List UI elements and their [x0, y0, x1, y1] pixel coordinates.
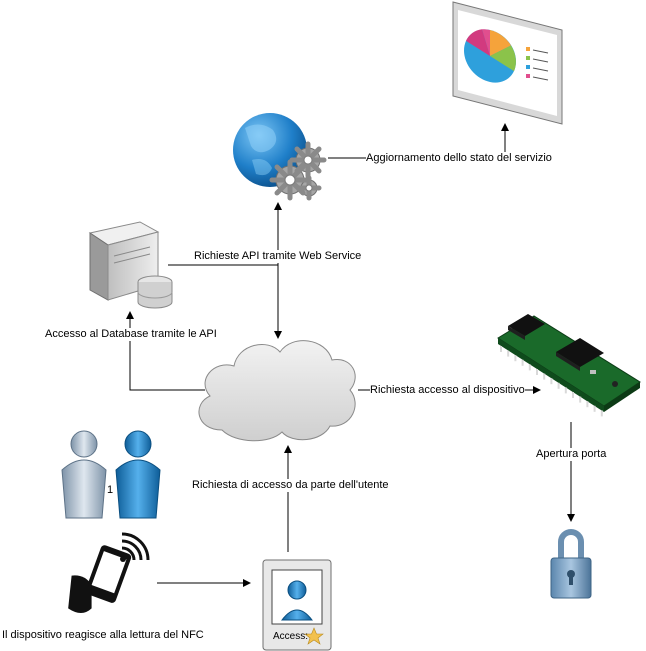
- db-access-connector: [126, 311, 205, 391]
- board-pin: [528, 364, 531, 371]
- access-badge-icon: [262, 559, 332, 651]
- nfc-reaction-label: Il dispositivo reagisce alla lettura del…: [2, 629, 204, 642]
- connectors: [126, 123, 575, 587]
- board-pin: [586, 401, 589, 408]
- board-pin: [543, 373, 546, 380]
- nfc-phone-icon: [68, 532, 150, 614]
- board-pin: [514, 355, 517, 362]
- status-update-label: Aggiornamento dello stato del servizio: [366, 152, 552, 165]
- board-pin: [500, 346, 502, 352]
- board-pin: [557, 382, 560, 389]
- device-access-label: Richiesta accesso al dispositivo: [370, 384, 525, 397]
- board-pin: [564, 387, 567, 394]
- globe-gears-icon: [233, 113, 327, 201]
- padlock-icon: [550, 529, 592, 599]
- board-pin: [572, 392, 574, 398]
- board-pin: [579, 396, 582, 403]
- microcontroller-board-icon: [497, 314, 641, 417]
- users-count-label: 1: [107, 484, 114, 496]
- users-icon: [61, 430, 161, 519]
- board-pin: [507, 350, 510, 357]
- board-pin: [593, 405, 596, 412]
- db-access-label: Accesso al Database tramite le API: [45, 328, 217, 341]
- board-pin: [600, 410, 603, 417]
- board-pin: [550, 378, 553, 385]
- user-access-label: Richiesta di accesso da parte dell'utent…: [192, 479, 389, 492]
- board-pin: [536, 369, 538, 375]
- dashboard-screen-icon: [452, 1, 563, 125]
- cloud-icon: [198, 340, 356, 442]
- board-pin: [521, 359, 524, 366]
- badge-access-label: Access:: [273, 631, 309, 642]
- database-server-icon: [88, 221, 173, 309]
- api-requests-label: Richieste API tramite Web Service: [194, 250, 362, 263]
- door-open-label: Apertura porta: [536, 448, 607, 461]
- api-requests-connector: [168, 264, 282, 339]
